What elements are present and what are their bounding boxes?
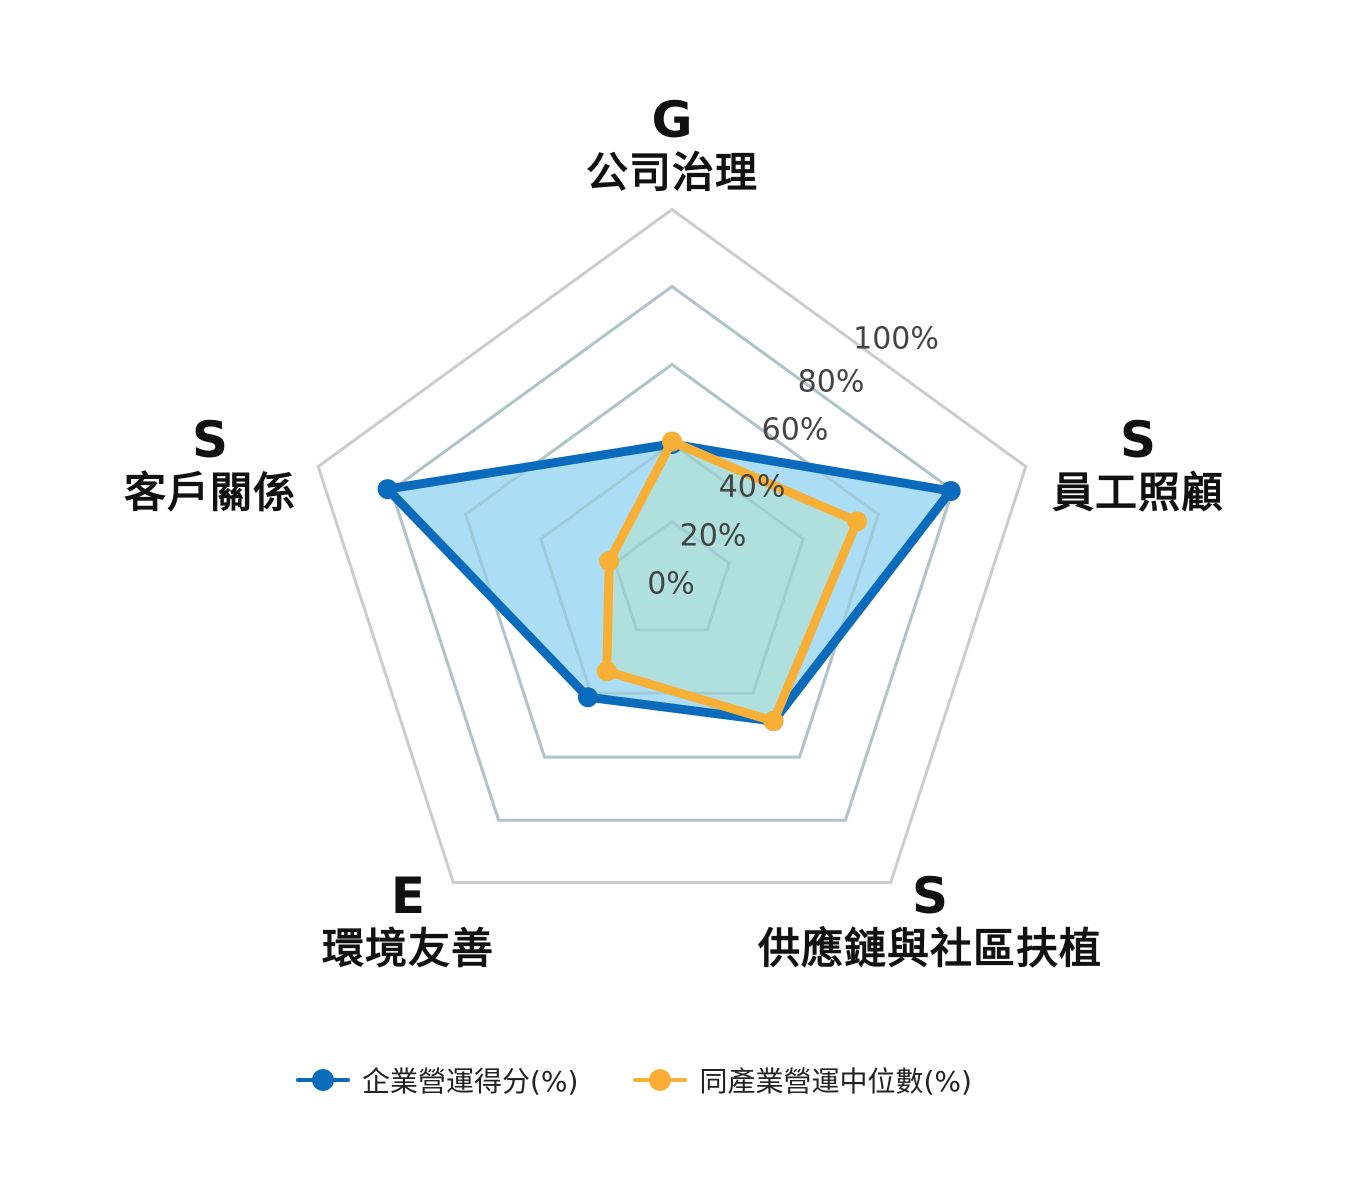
axis-label-governance: G 公司治理 bbox=[586, 92, 758, 198]
industry-area bbox=[606, 441, 858, 722]
axis-label-employee-care: S 員工照顧 bbox=[1052, 412, 1224, 518]
axis-letter: E bbox=[390, 867, 426, 925]
axis-label-supply-chain-community: S 供應鏈與社區扶植 bbox=[758, 868, 1102, 974]
axis-name: 員工照顧 bbox=[1051, 468, 1225, 517]
axis-label-environment: E 環境友善 bbox=[322, 868, 494, 974]
tick-label-100: 100% bbox=[853, 321, 939, 357]
tick-label-0: 0% bbox=[647, 566, 695, 602]
industry-data-point[interactable] bbox=[847, 511, 868, 532]
company-data-point[interactable] bbox=[377, 479, 398, 500]
industry-data-point[interactable] bbox=[596, 661, 617, 682]
axis-letter: S bbox=[1119, 411, 1157, 469]
axis-name: 客戶關係 bbox=[123, 468, 297, 517]
legend-label: 企業營運得分(%) bbox=[362, 1065, 579, 1098]
axis-label-customer-relations: S 客戶關係 bbox=[124, 412, 296, 518]
axis-letter: S bbox=[911, 867, 949, 925]
tick-label-20: 20% bbox=[679, 518, 747, 554]
axis-letter: G bbox=[651, 91, 693, 149]
grid-ring bbox=[389, 284, 955, 822]
axis-name: 供應鏈與社區扶植 bbox=[757, 924, 1103, 973]
radar-series bbox=[377, 284, 961, 822]
axis-name: 公司治理 bbox=[585, 148, 759, 197]
industry-line bbox=[602, 437, 862, 726]
grid-ring-overlay bbox=[613, 519, 731, 632]
industry-data-point[interactable] bbox=[599, 551, 620, 572]
company-line bbox=[383, 439, 956, 726]
legend-label: 同產業營運中位數(%) bbox=[699, 1065, 972, 1098]
company-data-point[interactable] bbox=[940, 481, 961, 501]
legend-marker-blue-icon bbox=[296, 1067, 350, 1093]
axis-letter: S bbox=[191, 411, 229, 469]
tick-label-40: 40% bbox=[718, 469, 786, 505]
grid-ring-overlay bbox=[389, 284, 955, 822]
company-data-point[interactable] bbox=[577, 687, 598, 708]
tick-label-60: 60% bbox=[761, 412, 829, 448]
tick-label-80: 80% bbox=[797, 364, 865, 400]
grid-ring bbox=[316, 207, 1028, 884]
industry-data-point[interactable] bbox=[763, 711, 784, 732]
legend-marker-orange-icon bbox=[633, 1067, 688, 1093]
legend: 企業營運得分(%) 同產業營運中位數(%) bbox=[296, 1060, 972, 1100]
grid-ring-overlay bbox=[463, 362, 881, 759]
industry-data-point[interactable] bbox=[662, 431, 682, 452]
legend-item-company[interactable]: 企業營運得分(%) bbox=[296, 1060, 578, 1100]
axis-name: 環境友善 bbox=[321, 924, 495, 973]
legend-item-industry[interactable]: 同產業營運中位數(%) bbox=[633, 1060, 972, 1100]
